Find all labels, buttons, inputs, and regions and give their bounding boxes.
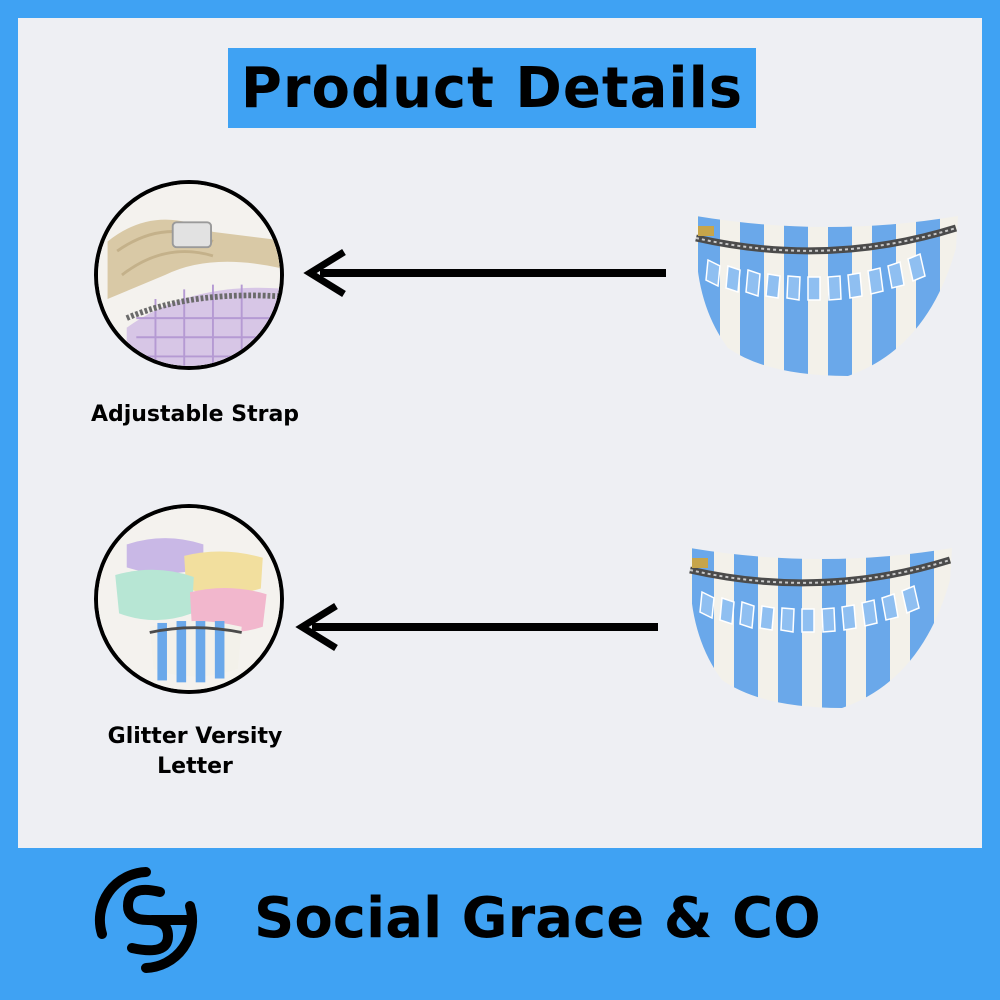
feature-label-line2: Letter [157, 754, 233, 779]
bag-collection-illustration [98, 508, 280, 690]
feature-label-glitter-versity-letter: Glitter Versity Letter [70, 722, 320, 782]
sg-monogram-icon [94, 867, 198, 973]
arrow-left-icon [303, 249, 666, 297]
strap-closeup-illustration [98, 184, 280, 366]
strap-closeup-icon [94, 180, 284, 370]
feature-label-line1: Glitter Versity [107, 724, 283, 749]
brand-name: Social Grace & CO [254, 886, 821, 951]
page-title: Product Details [240, 55, 744, 121]
striped-belt-bag-image [689, 548, 952, 708]
content-panel [18, 18, 982, 848]
striped-belt-bag-image [695, 216, 958, 376]
bag-collection-icon [94, 504, 284, 694]
feature-label-adjustable-strap: Adjustable Strap [90, 402, 300, 427]
title-banner: Product Details [228, 48, 756, 128]
arrow-left-icon [295, 603, 658, 651]
